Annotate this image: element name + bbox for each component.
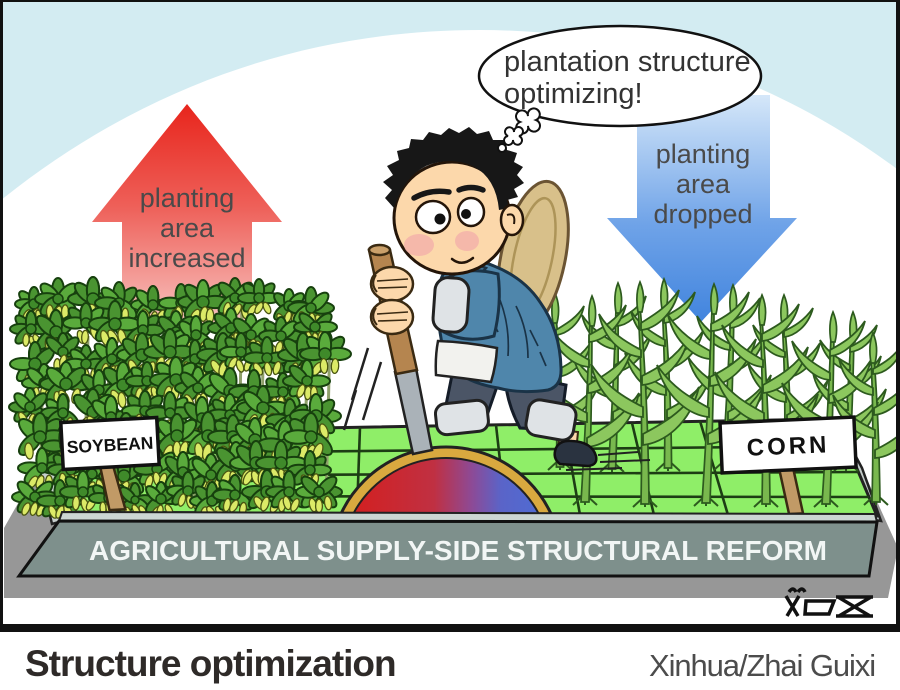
svg-text:Xinhua/Zhai Guixi: Xinhua/Zhai Guixi xyxy=(649,648,875,683)
svg-text:planting: planting xyxy=(656,139,751,169)
svg-text:planting: planting xyxy=(140,183,235,213)
svg-text:CORN: CORN xyxy=(746,431,830,462)
svg-text:plantation structure: plantation structure xyxy=(504,46,751,78)
svg-text:area: area xyxy=(676,169,731,199)
svg-text:SOYBEAN: SOYBEAN xyxy=(66,433,153,458)
svg-text:Structure optimization: Structure optimization xyxy=(25,643,396,684)
svg-text:increased: increased xyxy=(128,243,245,273)
svg-text:area: area xyxy=(160,213,215,243)
svg-text:dropped: dropped xyxy=(653,199,752,229)
svg-text:optimizing!: optimizing! xyxy=(504,78,643,110)
svg-text:AGRICULTURAL SUPPLY-SIDE STRUC: AGRICULTURAL SUPPLY-SIDE STRUCTURAL REFO… xyxy=(89,535,827,566)
